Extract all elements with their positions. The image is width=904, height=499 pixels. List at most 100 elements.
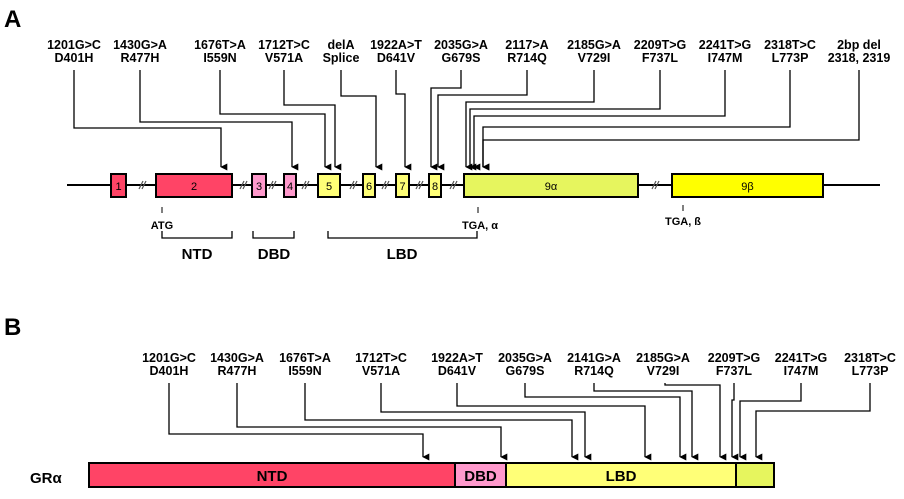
mutation-nucleotide-label: 2209T>G xyxy=(708,351,760,365)
exon-label: 5 xyxy=(326,181,332,193)
mutation-protein-label: D401H xyxy=(150,364,189,378)
mutation-connector-arrow xyxy=(437,70,528,171)
mutation-nucleotide-label: 1712T>C xyxy=(258,38,310,52)
dbd-bracket xyxy=(252,231,295,239)
protein-domain-bar: NTD DBD LBD xyxy=(88,462,775,488)
mutation-connector-arrow xyxy=(283,70,342,171)
exon-box xyxy=(428,173,442,198)
mutation-protein-label: D641V xyxy=(377,51,416,65)
mutation-nucleotide-label: 1676T>A xyxy=(194,38,246,52)
mutation-nucleotide-label: 2241T>G xyxy=(699,38,751,52)
break-mark xyxy=(415,180,424,190)
mutation-nucleotide-label: 2bp del xyxy=(837,38,881,52)
mutation-connector-arrow xyxy=(430,70,462,171)
mutation-protein-label: F737L xyxy=(642,51,678,65)
domain-lbd: LBD xyxy=(505,462,737,488)
exon-4: 4 xyxy=(283,173,297,198)
mutation-protein-label: R714Q xyxy=(507,51,547,65)
mutation-protein-label: V571A xyxy=(265,51,303,65)
domain-label: LBD xyxy=(606,468,637,485)
mutation-connector-arrow xyxy=(465,70,595,171)
exon-7: 7 xyxy=(395,173,410,198)
mutation-protein-label: R477H xyxy=(121,51,160,65)
mutation-nucleotide-label: 1922A>T xyxy=(431,351,483,365)
mutation-nucleotide-label: 2185G>A xyxy=(636,351,690,365)
break-mark xyxy=(381,180,390,190)
tga-alpha-label: TGA, α xyxy=(462,220,498,232)
mutation-protein-label: V571A xyxy=(362,364,400,378)
mutation-connector-arrow xyxy=(456,383,652,461)
mutation-connector-arrow xyxy=(139,70,299,171)
exon-6: 6 xyxy=(362,173,376,198)
mutation-protein-label: D641V xyxy=(438,364,477,378)
mutation-connector-arrow xyxy=(524,383,687,461)
mutation-protein-label: V729I xyxy=(647,364,680,378)
mutation-connector-arrow xyxy=(236,383,508,461)
break-mark xyxy=(301,180,310,190)
exon-label: 3 xyxy=(256,181,262,193)
break-mark xyxy=(651,180,660,190)
panel-b-label: B xyxy=(4,314,21,341)
exon-8: 8 xyxy=(428,173,442,198)
lbd-domain-label: LBD xyxy=(387,246,418,263)
mutation-connector-arrow xyxy=(340,70,383,171)
domain-label: NTD xyxy=(257,468,288,485)
panel-a-connectors xyxy=(73,70,860,171)
exon-box xyxy=(155,173,233,198)
exon-box xyxy=(283,173,297,198)
domain-box xyxy=(505,462,737,488)
mutation-protein-label: I747M xyxy=(784,364,819,378)
panel-a-mutation-labels: 1201G>CD401H1430G>AR477H1676T>AI559N1712… xyxy=(47,38,890,65)
mutation-protein-label: L773P xyxy=(772,51,809,65)
panel-a-label: A xyxy=(4,6,21,33)
exon-9: 9α xyxy=(463,173,639,198)
mutation-nucleotide-label: 2035G>A xyxy=(498,351,552,365)
mutation-connector-arrow xyxy=(73,70,228,171)
exon-label: 6 xyxy=(366,181,372,193)
mutation-connector-arrow xyxy=(304,383,579,461)
mutation-connector-arrow xyxy=(482,70,860,171)
mutation-protein-label: G679S xyxy=(442,51,481,65)
mutation-protein-label: Splice xyxy=(323,51,360,65)
exon-5: 5 xyxy=(317,173,341,198)
exon-box xyxy=(395,173,410,198)
mutation-protein-label: R477H xyxy=(218,364,257,378)
mutation-protein-label: L773P xyxy=(852,364,889,378)
mutation-protein-label: R714Q xyxy=(574,364,614,378)
tga-beta-label: TGA, ß xyxy=(665,216,701,228)
panel-b-connectors xyxy=(168,383,871,461)
exon-box xyxy=(251,173,267,198)
mutation-nucleotide-label: 1201G>C xyxy=(142,351,196,365)
mutation-nucleotide-label: 2035G>A xyxy=(434,38,488,52)
mutation-protein-label: V729I xyxy=(578,51,611,65)
mutation-nucleotide-label: 1430G>A xyxy=(113,38,167,52)
mutation-connector-arrow xyxy=(395,70,412,171)
domain-c-terminal xyxy=(735,462,775,488)
mutation-nucleotide-label: 2117>A xyxy=(505,38,548,52)
panel-b-mutation-labels: 1201G>CD401H1430G>AR477H1676T>AI559N1712… xyxy=(142,351,896,378)
mutation-protein-label: I559N xyxy=(288,364,321,378)
mutation-protein-label: I747M xyxy=(708,51,743,65)
atg-label: ATG xyxy=(151,220,173,232)
mutation-connector-arrow xyxy=(473,70,726,171)
mutation-connector-arrow xyxy=(664,383,727,461)
exon-label: 2 xyxy=(191,181,197,193)
dbd-domain-label: DBD xyxy=(258,246,291,263)
mutation-nucleotide-label: 1712T>C xyxy=(355,351,407,365)
break-mark xyxy=(268,180,277,190)
exon-label: 9α xyxy=(545,181,558,193)
mutation-nucleotide-label: 2318T>C xyxy=(844,351,896,365)
exon-box xyxy=(671,173,824,198)
exon-box xyxy=(110,173,127,198)
exon-3: 3 xyxy=(251,173,267,198)
mutation-connector-arrow xyxy=(755,383,871,461)
domain-label: DBD xyxy=(464,468,497,485)
mutation-protein-label: I559N xyxy=(203,51,236,65)
exon-2: 2 xyxy=(155,173,233,198)
domain-ntd: NTD xyxy=(88,462,456,488)
exon-label: 9β xyxy=(741,181,753,193)
mutation-protein-label: 2318, 2319 xyxy=(828,51,891,65)
domain-box xyxy=(735,462,775,488)
